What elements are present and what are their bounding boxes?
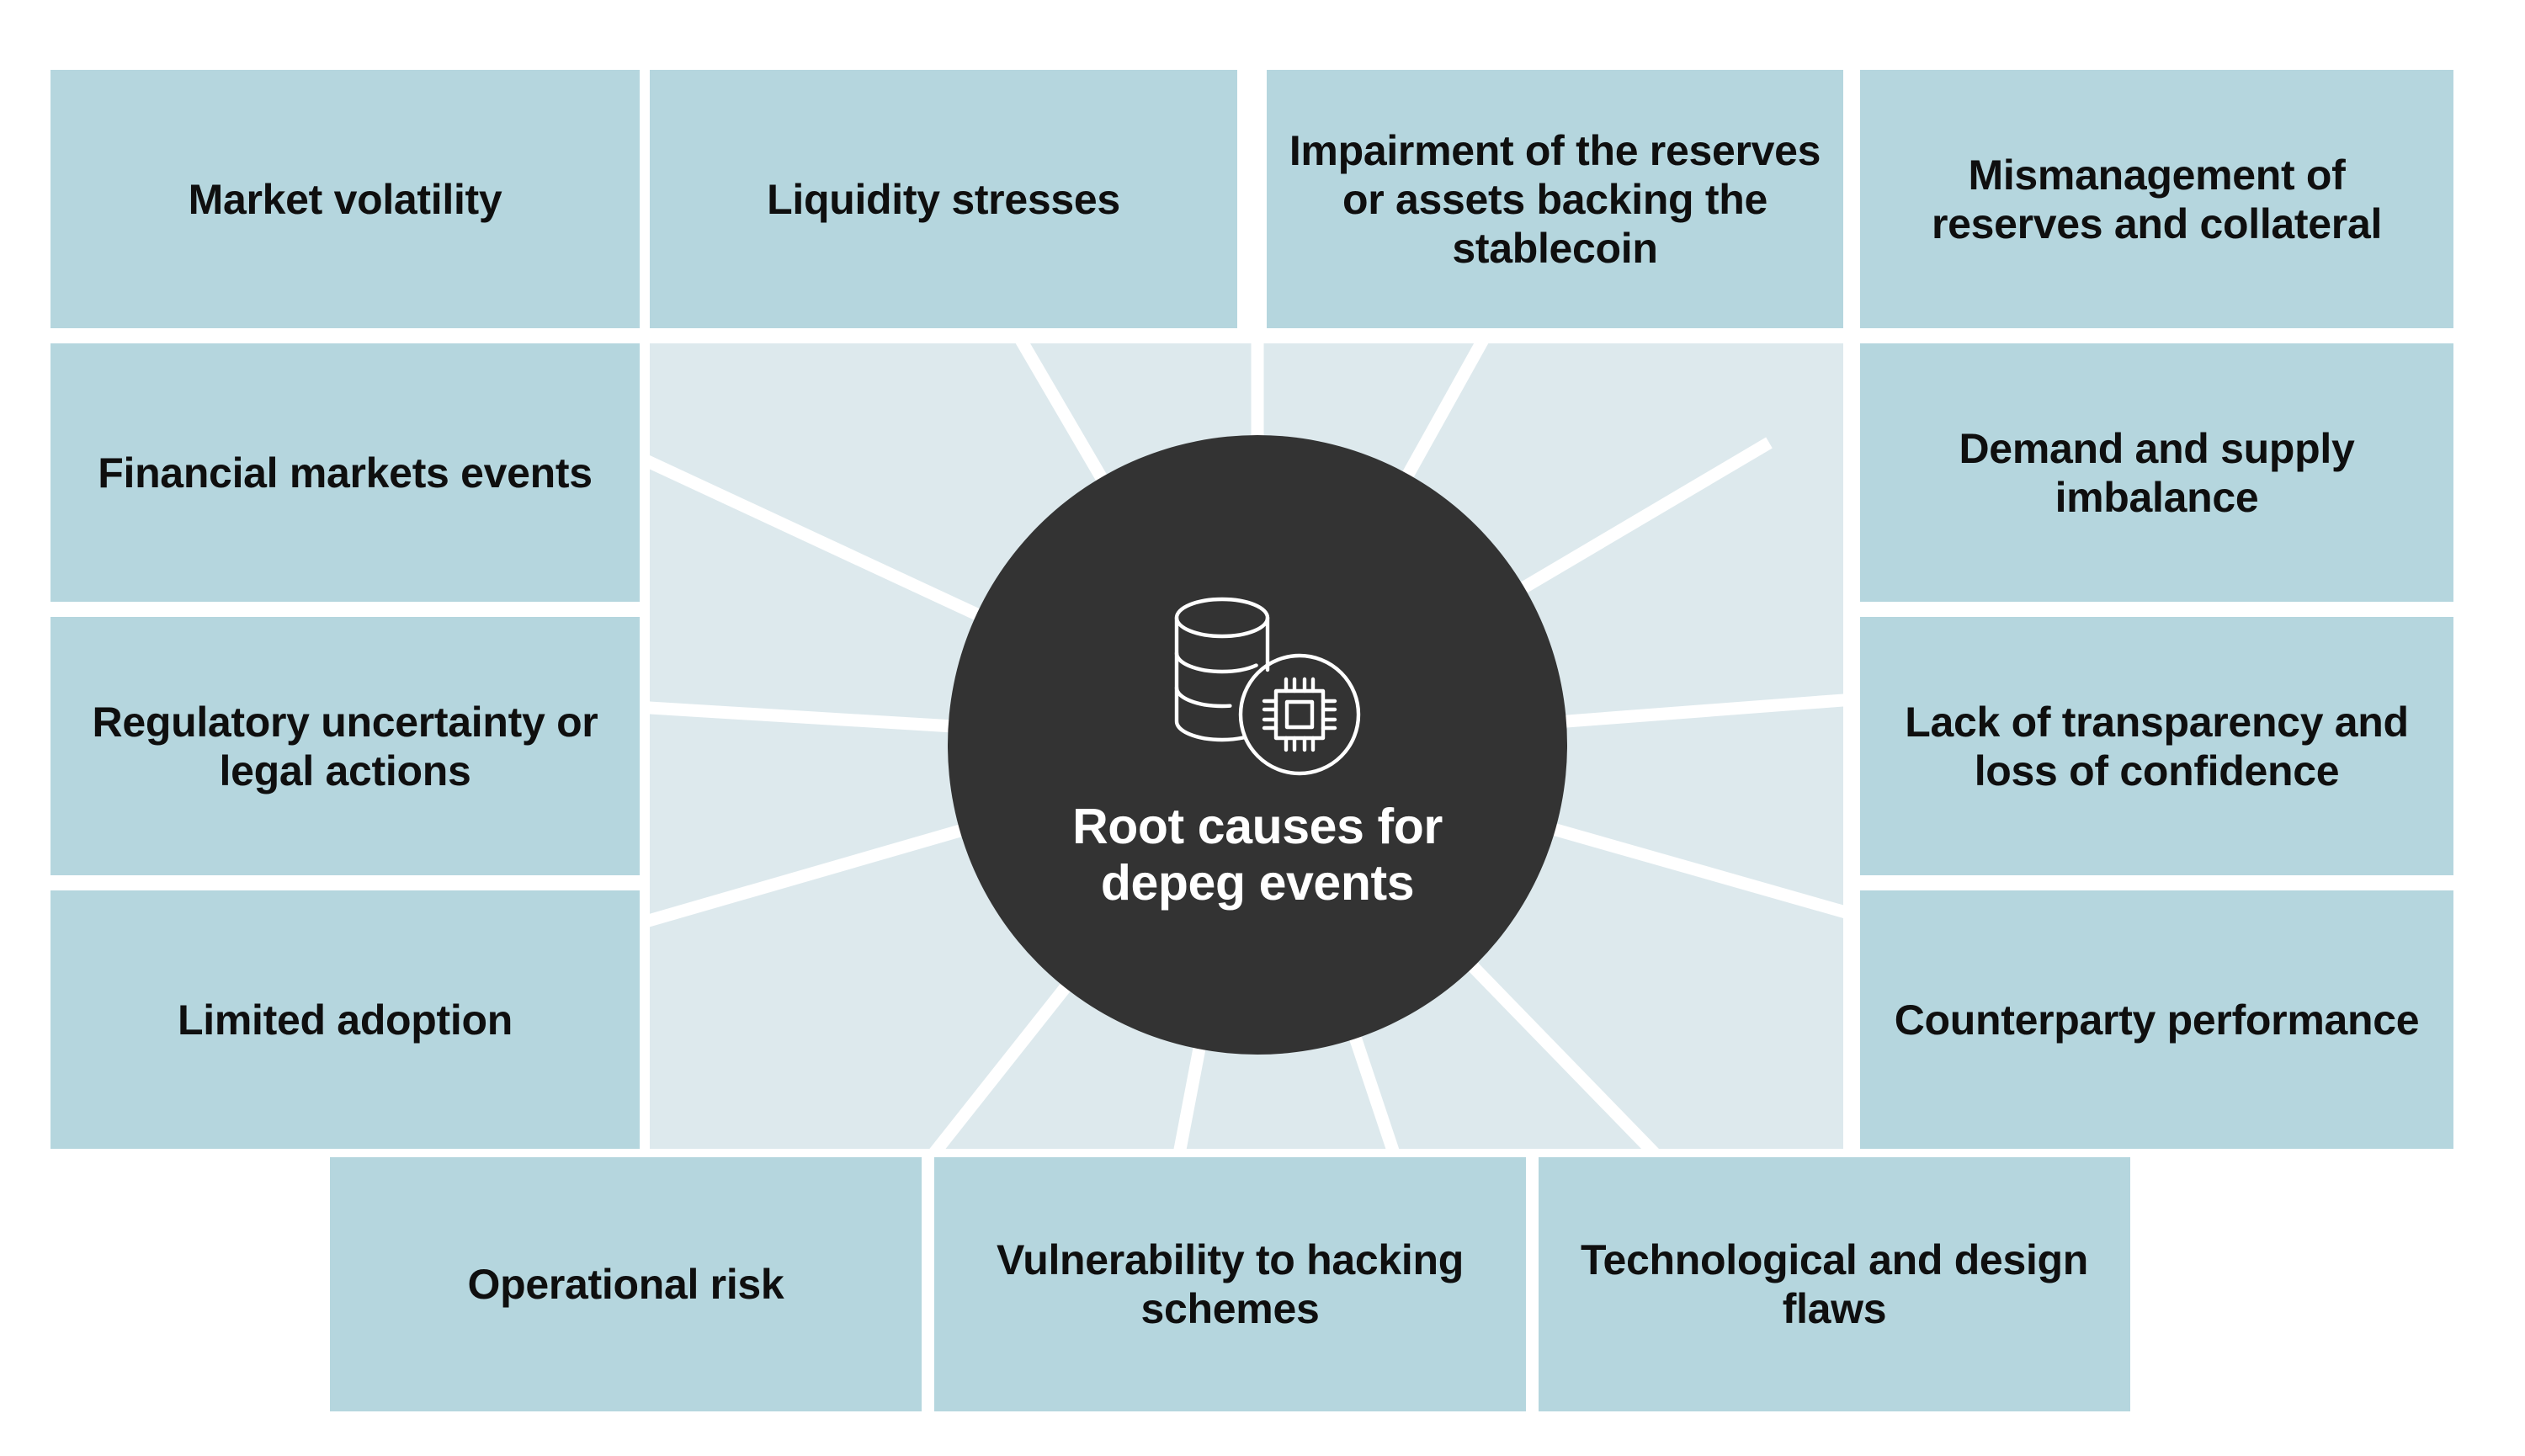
cause-label: Lack of transparency and loss of confide… bbox=[1905, 698, 2409, 794]
cause-box-mismanagement-of-reserves[interactable]: Mismanagement of reserves and collateral bbox=[1860, 70, 2453, 328]
cause-box-regulatory-uncertainty[interactable]: Regulatory uncertainty or legal actions bbox=[50, 617, 640, 875]
database-chip-icon bbox=[1174, 597, 1361, 775]
center-hub-title: Root causes for depeg events bbox=[948, 799, 1567, 912]
cause-box-technological-design-flaws[interactable]: Technological and design flaws bbox=[1539, 1157, 2130, 1411]
cause-label: Technological and design flaws bbox=[1580, 1236, 2089, 1332]
cause-box-liquidity-stresses[interactable]: Liquidity stresses bbox=[650, 70, 1237, 328]
cause-label: Counterparty performance bbox=[1894, 996, 2420, 1044]
cause-label: Regulatory uncertainty or legal actions bbox=[92, 698, 598, 794]
cause-label: Demand and supply imbalance bbox=[1959, 424, 2355, 521]
cause-box-financial-markets-events[interactable]: Financial markets events bbox=[50, 343, 640, 602]
cause-label: Liquidity stresses bbox=[767, 175, 1120, 223]
cause-label: Limited adoption bbox=[178, 996, 513, 1044]
cause-label: Operational risk bbox=[467, 1261, 784, 1308]
cause-box-counterparty-performance[interactable]: Counterparty performance bbox=[1860, 890, 2453, 1149]
cause-label: Financial markets events bbox=[98, 449, 593, 497]
cause-box-operational-risk[interactable]: Operational risk bbox=[330, 1157, 922, 1411]
cause-box-market-volatility[interactable]: Market volatility bbox=[50, 70, 640, 328]
cause-box-demand-and-supply-imbalance[interactable]: Demand and supply imbalance bbox=[1860, 343, 2453, 602]
cause-label: Vulnerability to hacking schemes bbox=[997, 1236, 1464, 1332]
cause-box-impairment-of-reserves[interactable]: Impairment of the reserves or assets bac… bbox=[1267, 70, 1843, 328]
cause-label: Mismanagement of reserves and collateral bbox=[1931, 151, 2383, 247]
center-hub-title-line2: depeg events bbox=[1100, 855, 1415, 911]
cause-box-vulnerability-to-hacking[interactable]: Vulnerability to hacking schemes bbox=[934, 1157, 1526, 1411]
cause-box-lack-of-transparency[interactable]: Lack of transparency and loss of confide… bbox=[1860, 617, 2453, 875]
center-hub-circle[interactable]: Root causes for depeg events bbox=[948, 435, 1567, 1055]
cause-box-limited-adoption[interactable]: Limited adoption bbox=[50, 890, 640, 1149]
cause-label: Impairment of the reserves or assets bac… bbox=[1289, 126, 1821, 272]
center-hub-title-line1: Root causes for bbox=[1072, 798, 1443, 854]
cause-label: Market volatility bbox=[188, 175, 502, 223]
